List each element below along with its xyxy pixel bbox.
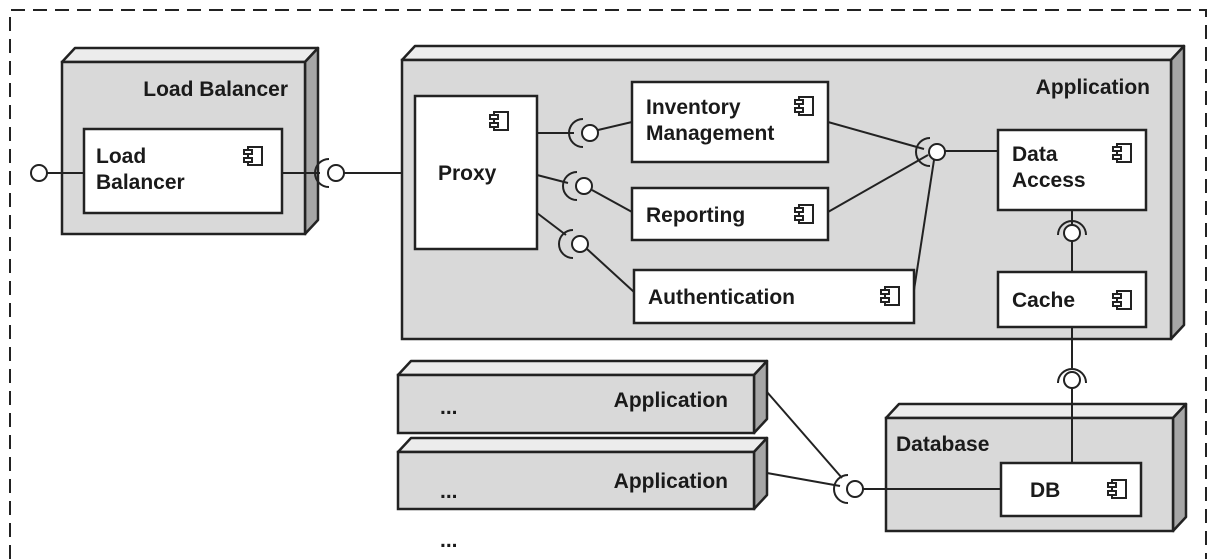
db-component: DB xyxy=(999,461,1143,518)
cache-label: Cache xyxy=(1012,289,1075,312)
database-node-label: Database xyxy=(896,433,989,456)
reporting-label: Reporting xyxy=(646,204,745,227)
application-node-label: Application xyxy=(1036,76,1150,99)
load-balancer-component-label: Load Balancer xyxy=(96,145,185,194)
inventory-management-component: Inventory Management xyxy=(630,80,830,164)
application-2-ellipsis: ... xyxy=(440,396,458,419)
more-applications-ellipsis: ... xyxy=(440,529,458,552)
external-interface-lollipop xyxy=(30,164,48,182)
data-access-component: Data Access xyxy=(996,128,1148,212)
authentication-component: Authentication xyxy=(632,268,916,325)
proxy-label: Proxy xyxy=(438,162,497,185)
load-balancer-component: Load Balancer xyxy=(82,127,284,215)
authentication-label: Authentication xyxy=(648,286,795,309)
application-3-ellipsis: ... xyxy=(440,480,458,503)
load-balancer-node-label: Load Balancer xyxy=(143,78,288,101)
reporting-component: Reporting xyxy=(630,186,830,242)
cache-component: Cache xyxy=(996,270,1148,329)
application-3-label: Application xyxy=(614,470,728,493)
data-access-socket xyxy=(915,137,931,167)
application-node-2: ... Application xyxy=(396,359,769,435)
application-node-3: ... Application xyxy=(396,436,769,511)
lb-proxy-socket xyxy=(314,158,330,188)
db-label: DB xyxy=(1030,479,1060,502)
application-2-label: Application xyxy=(614,389,728,412)
proxy-component: Proxy xyxy=(413,94,539,251)
system-boundary xyxy=(9,9,1207,559)
db-socket xyxy=(833,474,849,504)
data-access-label: Data Access xyxy=(1012,143,1086,192)
inventory-management-label: Inventory Management xyxy=(646,96,774,145)
